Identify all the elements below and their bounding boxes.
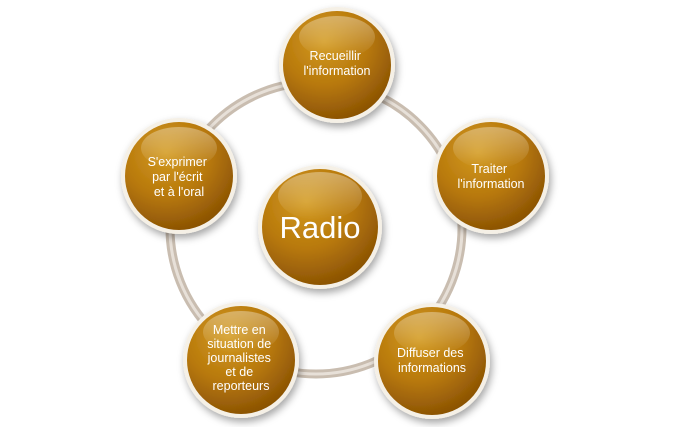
node-mettre-label: Mettre en situation de journalistes et d… <box>207 323 275 393</box>
node-mettre <box>183 302 299 418</box>
node-mettre-line-3: journalistes <box>207 351 271 365</box>
node-traiter-label: Traiter l'information <box>458 162 525 191</box>
node-exprimer-line-1: S'exprimer <box>148 155 207 169</box>
center-label: Radio <box>280 210 361 245</box>
node-mettre-line-4: et de <box>225 365 253 379</box>
node-recueillir-label: Recueillir l'information <box>304 49 371 78</box>
node-mettre-line-2: situation de <box>207 337 271 351</box>
node-mettre-line-5: reporteurs <box>213 379 270 393</box>
node-mettre-line-1: Mettre en <box>213 323 266 337</box>
node-exprimer <box>121 118 237 234</box>
center-node <box>258 165 382 289</box>
node-traiter-line-1: Traiter <box>471 162 507 176</box>
node-diffuser-label: Diffuser des informations <box>397 346 467 375</box>
node-traiter-line-2: l'information <box>458 177 525 191</box>
node-traiter <box>433 118 549 234</box>
node-diffuser-line-1: Diffuser des <box>397 346 463 360</box>
node-recueillir-line-1: Recueillir <box>310 49 361 63</box>
node-diffuser-line-2: informations <box>398 361 466 375</box>
node-recueillir-line-2: l'information <box>304 64 371 78</box>
node-exprimer-line-2: par l'écrit <box>152 170 203 184</box>
node-exprimer-label: S'exprimer par l'écrit et à l'oral <box>148 155 211 199</box>
node-diffuser <box>374 303 490 419</box>
node-exprimer-line-3: et à l'oral <box>154 185 204 199</box>
node-recueillir <box>279 7 395 123</box>
